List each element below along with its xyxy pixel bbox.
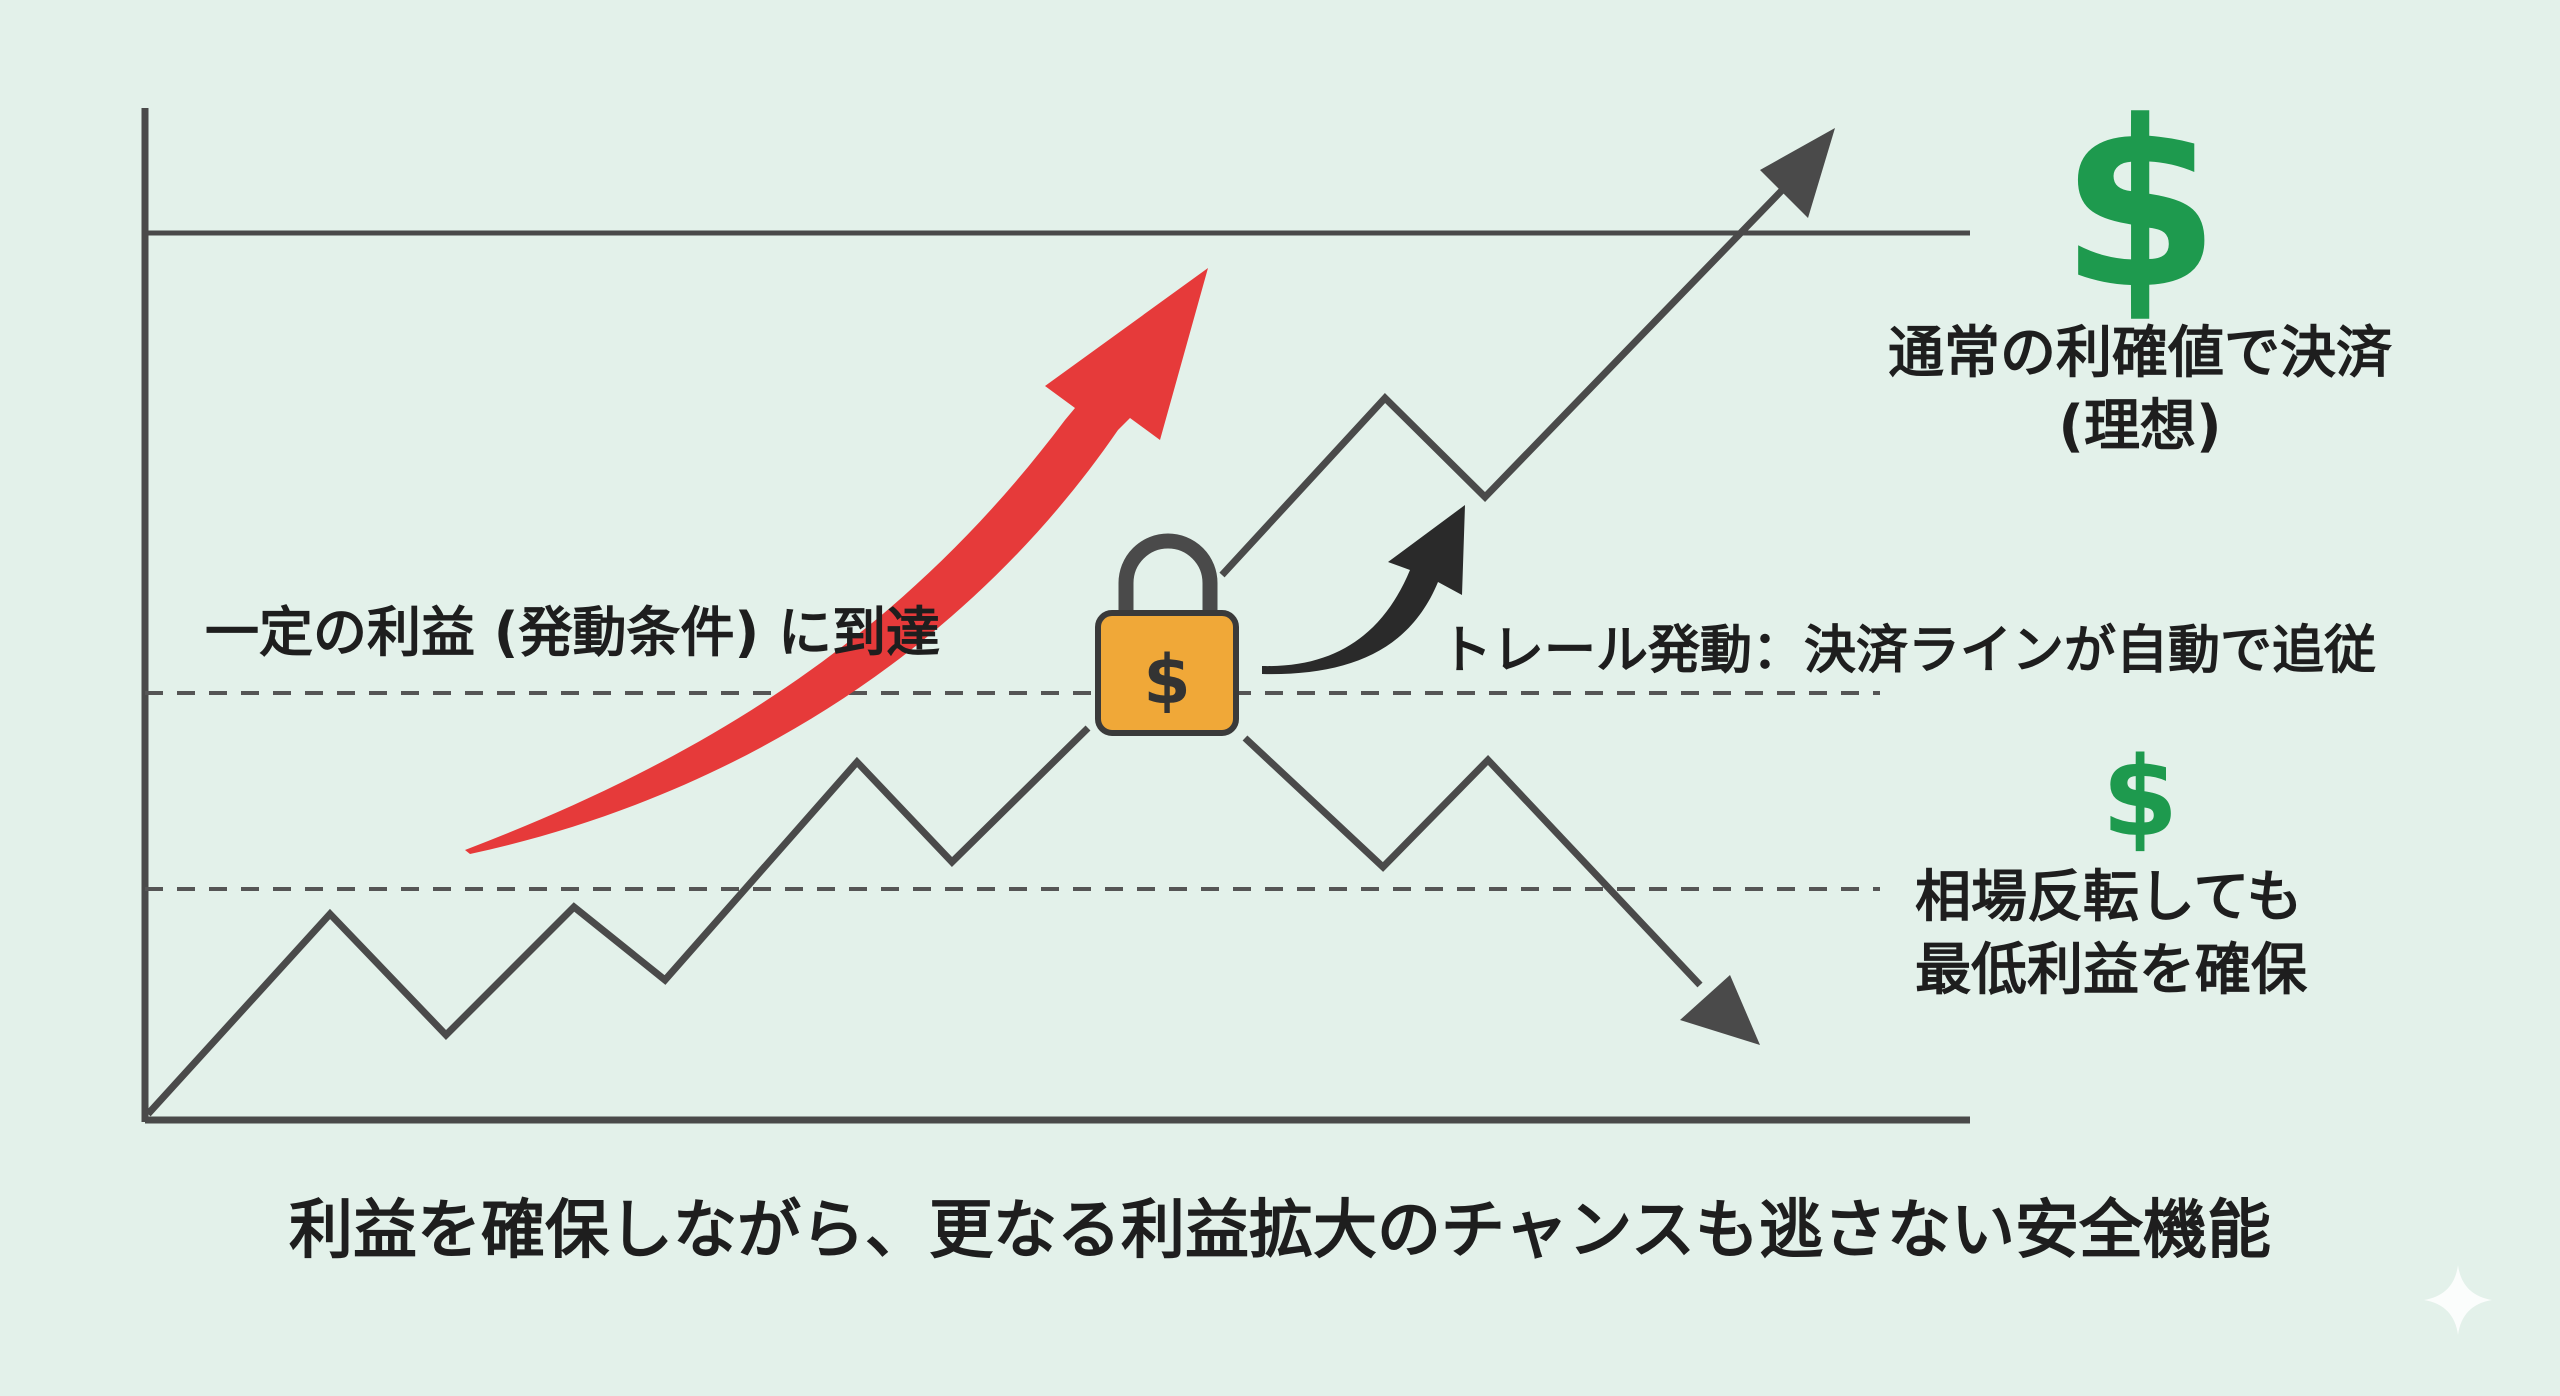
- price-line-up-branch: [1219, 179, 1793, 578]
- ideal-exit-line2: (理想): [2058, 393, 2222, 459]
- down-arrow-head: [1680, 975, 1760, 1045]
- price-line: [145, 725, 1091, 1117]
- up-arrow-head: [1760, 128, 1835, 218]
- big-dollar-icon: $: [2060, 73, 2220, 340]
- min-profit-line1: 相場反転しても: [1915, 865, 2303, 930]
- red-profit-arrow: [465, 268, 1208, 854]
- min-profit-label: 相場反転しても 最低利益を確保: [1915, 862, 2307, 1008]
- lock-dollar-sign: $: [1143, 641, 1190, 720]
- sparkle-icon: [2424, 1265, 2492, 1335]
- trigger-label: 一定の利益 (発動条件) に到達: [205, 601, 940, 664]
- trail-label: トレール発動：決済ラインが自動で追従: [1440, 621, 2377, 681]
- lock-icon: $: [1095, 533, 1239, 736]
- ideal-exit-line1: 通常の利確値で決済: [1888, 321, 2392, 386]
- ideal-exit-label: 通常の利確値で決済 (理想): [1855, 318, 2425, 464]
- small-dollar-icon: $: [2102, 733, 2179, 861]
- trail-activation-arrow: [1262, 505, 1465, 675]
- min-profit-line2: 最低利益を確保: [1915, 937, 2307, 1003]
- price-line-down-branch: [1242, 735, 1703, 988]
- caption: 利益を確保しながら、更なる利益拡大のチャンスも逃さない安全機能: [288, 1194, 2272, 1268]
